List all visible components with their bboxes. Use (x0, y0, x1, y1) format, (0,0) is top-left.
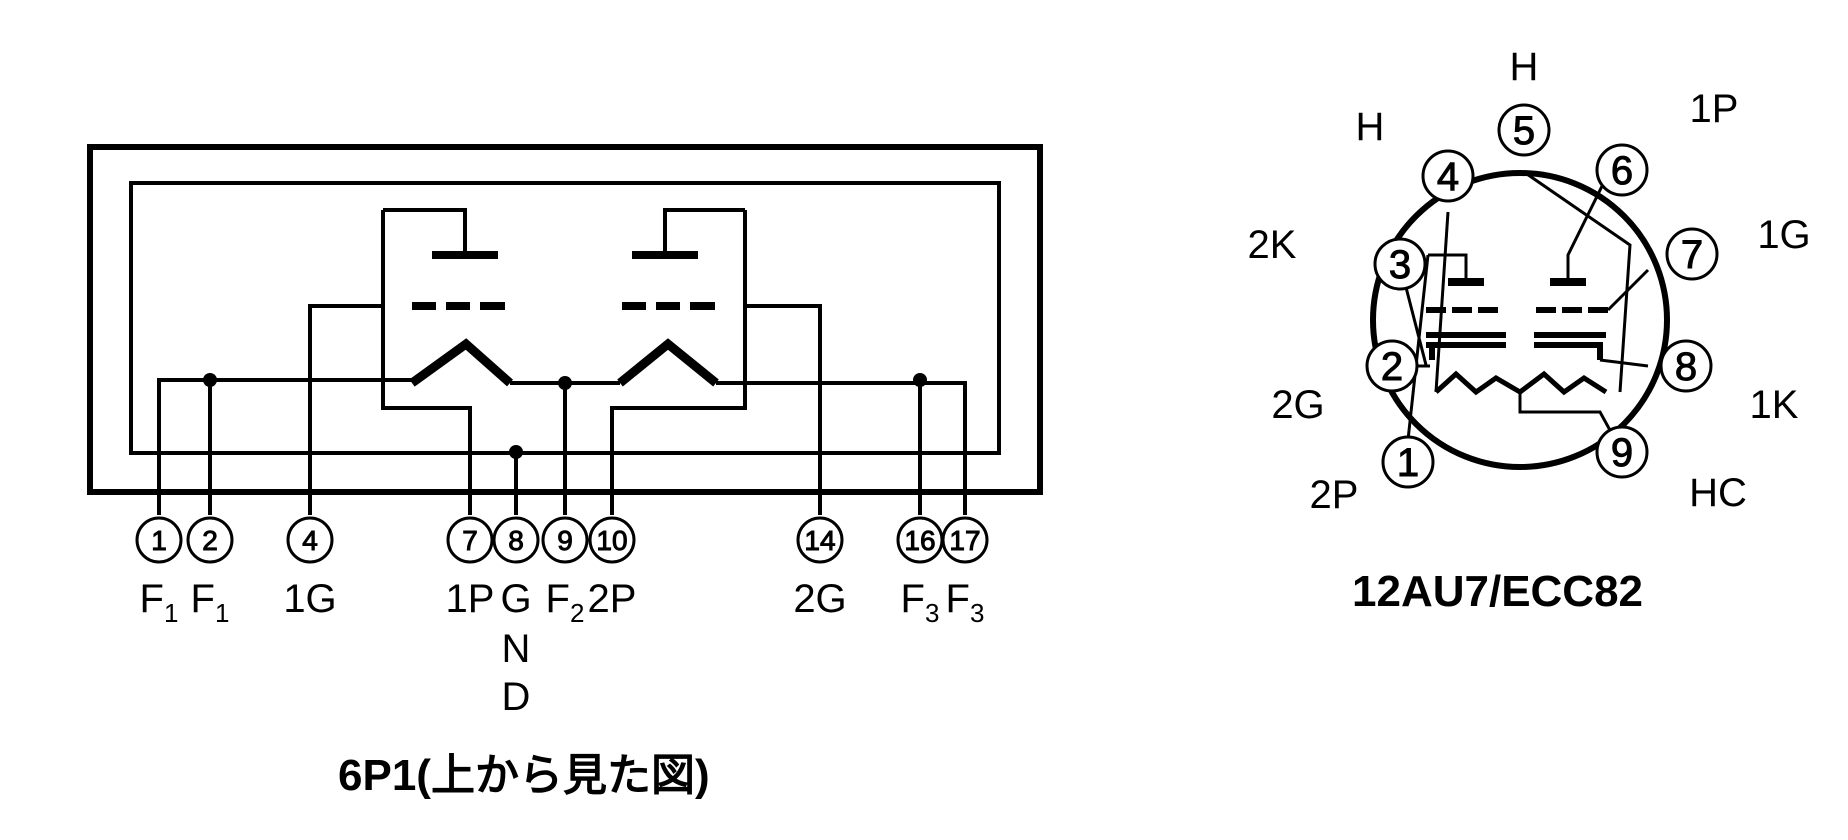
left-plate-route (381, 210, 472, 515)
lead-2p (1406, 254, 1430, 441)
pin-number: 4 (1437, 155, 1459, 199)
pin-label-12au7: 1K (1750, 383, 1799, 427)
lead-1k (1599, 358, 1649, 368)
right-grid-wire (745, 304, 822, 515)
pin-number: 9 (557, 525, 573, 556)
pin-label-6p1: F3 (946, 577, 985, 628)
left-plate-wire (383, 208, 467, 255)
pin-label-6p1: 2G (793, 577, 846, 621)
left-grid-wire (308, 304, 383, 515)
pin-6p1-8: 8 (492, 516, 540, 564)
pin-label-12au7: 1P (1690, 87, 1739, 131)
gnd-label-letter: N (502, 627, 531, 671)
lead-h4 (1434, 211, 1450, 393)
pin-6p1-17: 17 (941, 516, 989, 564)
pin-number: 5 (1513, 109, 1535, 153)
pin-label-6p1: F1 (191, 577, 230, 628)
pin-number: 17 (949, 525, 980, 556)
pin-12au7-3: 3 (1373, 237, 1427, 291)
pin-label-12au7: H (1510, 45, 1539, 89)
plate-left-wire (1428, 253, 1468, 282)
pin-12au7-6: 6 (1595, 143, 1649, 197)
pin-number: 16 (904, 525, 935, 556)
junction-dots (203, 373, 927, 459)
pin-12au7-2: 2 (1365, 339, 1419, 393)
pin-label-12au7: H (1356, 105, 1385, 149)
pin-label-12au7: HC (1689, 471, 1747, 515)
pin-label-6p1: F2 (546, 577, 585, 628)
pin-label-12au7: 1G (1757, 213, 1810, 257)
pin-label-6p1: 1G (283, 577, 336, 621)
pin-number: 7 (462, 525, 478, 556)
pin-12au7-4: 4 (1421, 149, 1475, 203)
caption-12au7: 12AU7/ECC82 (1352, 567, 1643, 616)
pin-6p1-2: 2 (186, 516, 234, 564)
pin-number: 6 (1611, 149, 1633, 193)
gnd-label-letter: D (502, 675, 531, 719)
pin-6p1-7: 7 (446, 516, 494, 564)
caption-6p1: 6P1(上から見た図) (338, 751, 710, 800)
pin-6p1-14: 14 (796, 516, 844, 564)
heater-left (1434, 370, 1522, 396)
tube-envelope (1370, 170, 1670, 470)
pin-number: 1 (151, 525, 167, 556)
pin-label-6p1: F3 (901, 577, 940, 628)
pin-number: 4 (302, 525, 318, 556)
pin-label-12au7: 2P (1310, 473, 1359, 517)
pin-12au7-5: 5 (1497, 103, 1551, 157)
pin-12au7-1: 1 (1381, 435, 1435, 489)
pin-number: 9 (1611, 431, 1633, 475)
pins-12au7: 1 2 34 5 6 7 89 (1365, 103, 1719, 489)
pin-number: 8 (508, 525, 524, 556)
right-plate-wire (663, 208, 745, 255)
right-filament (617, 338, 719, 387)
pin-6p1-1: 1 (135, 516, 183, 564)
pin-label-6p1: 1P (446, 577, 495, 621)
pin-number: 1 (1397, 441, 1419, 485)
diagram-12au7: 1 2 34 5 6 7 89 (1365, 103, 1719, 489)
pin-number: 7 (1681, 233, 1703, 277)
pin-number: 10 (596, 525, 627, 556)
pin-12au7-9: 9 (1595, 425, 1649, 479)
pin-number: 8 (1675, 345, 1697, 389)
pin-6p1-9: 9 (541, 516, 589, 564)
cathode-right (1534, 332, 1606, 360)
pin-number: 2 (202, 525, 218, 556)
lead-h5 (1523, 170, 1632, 393)
pin-12au7-8: 8 (1659, 339, 1713, 393)
heater-right (1518, 370, 1608, 396)
pin-label-6p1: F1 (140, 577, 179, 628)
left-filament (409, 338, 513, 387)
pin-label-6p1: G (500, 577, 531, 621)
pin-12au7-7: 7 (1665, 227, 1719, 281)
pin-label-12au7: 2K (1248, 223, 1297, 267)
right-plate-route (610, 210, 747, 515)
pin-6p1-16: 16 (896, 516, 944, 564)
pin-6p1-4: 4 (286, 516, 334, 564)
pin-label-6p1: 2P (588, 577, 637, 621)
pin-number: 2 (1381, 345, 1403, 389)
pin-label-12au7: 2G (1271, 383, 1324, 427)
pin-6p1-10: 10 (588, 516, 636, 564)
pin-number: 14 (804, 525, 835, 556)
plate-right-wire (1566, 169, 1612, 282)
pin-number: 3 (1389, 243, 1411, 287)
